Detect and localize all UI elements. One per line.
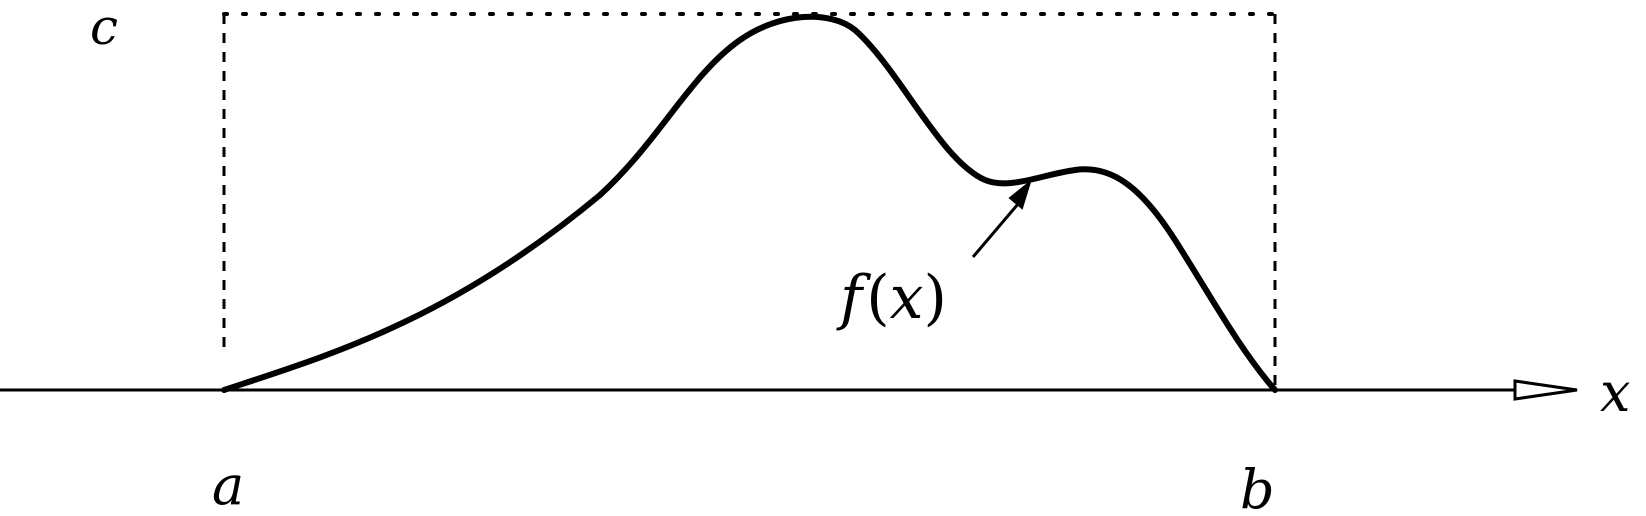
label-b: b [1240, 458, 1275, 516]
label-a: a [212, 454, 244, 516]
label-f-of-x: f(x) [836, 263, 947, 333]
label-f-variable: x [890, 263, 924, 333]
label-pointer-arrowhead [1008, 179, 1032, 210]
x-axis-arrowhead [1513, 379, 1578, 401]
label-f-open-paren: ( [866, 263, 889, 333]
function-curve [221, 13, 1278, 393]
label-f-close-paren: ) [923, 263, 946, 333]
label-x-axis: x [1600, 361, 1630, 424]
label-c: c [90, 0, 118, 56]
label-pointer-line [971, 203, 1020, 258]
